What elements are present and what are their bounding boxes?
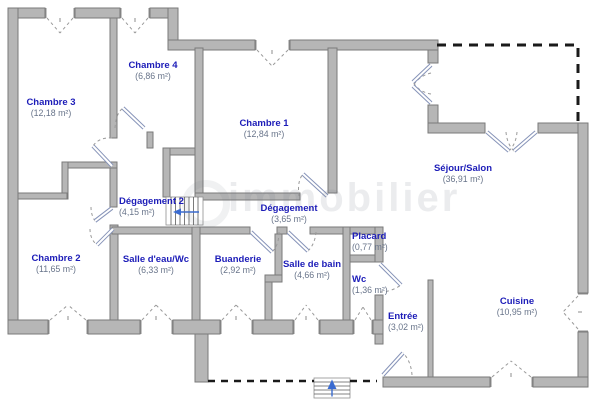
window-cuisine-south bbox=[490, 360, 533, 387]
door-chambre4 bbox=[114, 106, 146, 130]
window-chambre3 bbox=[45, 8, 75, 34]
window-buanderie bbox=[220, 304, 253, 334]
window-cuisine-east bbox=[562, 293, 588, 332]
door-wc bbox=[378, 262, 403, 293]
window-salle-deau bbox=[140, 304, 173, 334]
door-chambre2 bbox=[90, 206, 114, 223]
stairs-direction-arrow bbox=[173, 208, 199, 216]
window-chambre1 bbox=[255, 40, 290, 67]
door-buanderie bbox=[249, 230, 280, 254]
terrace-boundary-dashed bbox=[437, 43, 580, 123]
window-chambre2 bbox=[48, 304, 88, 334]
window-wc bbox=[353, 306, 373, 334]
doors bbox=[89, 63, 538, 377]
french-doors-sejour-south bbox=[485, 130, 538, 153]
entry-steps-icon bbox=[313, 377, 351, 399]
windows bbox=[45, 8, 588, 387]
window-chambre4 bbox=[120, 8, 150, 34]
door-chambre3 bbox=[91, 137, 114, 168]
entrance-arrow-icon bbox=[327, 379, 337, 397]
staircase-icon bbox=[165, 196, 204, 226]
door-salle-deau bbox=[89, 227, 115, 247]
door-salle-de-bain bbox=[286, 230, 317, 253]
french-doors-sejour-west bbox=[411, 63, 433, 105]
walls bbox=[7, 7, 589, 388]
window-salle-de-bain bbox=[293, 304, 320, 334]
door-entree-front bbox=[381, 351, 413, 377]
door-chambre1 bbox=[298, 172, 329, 198]
